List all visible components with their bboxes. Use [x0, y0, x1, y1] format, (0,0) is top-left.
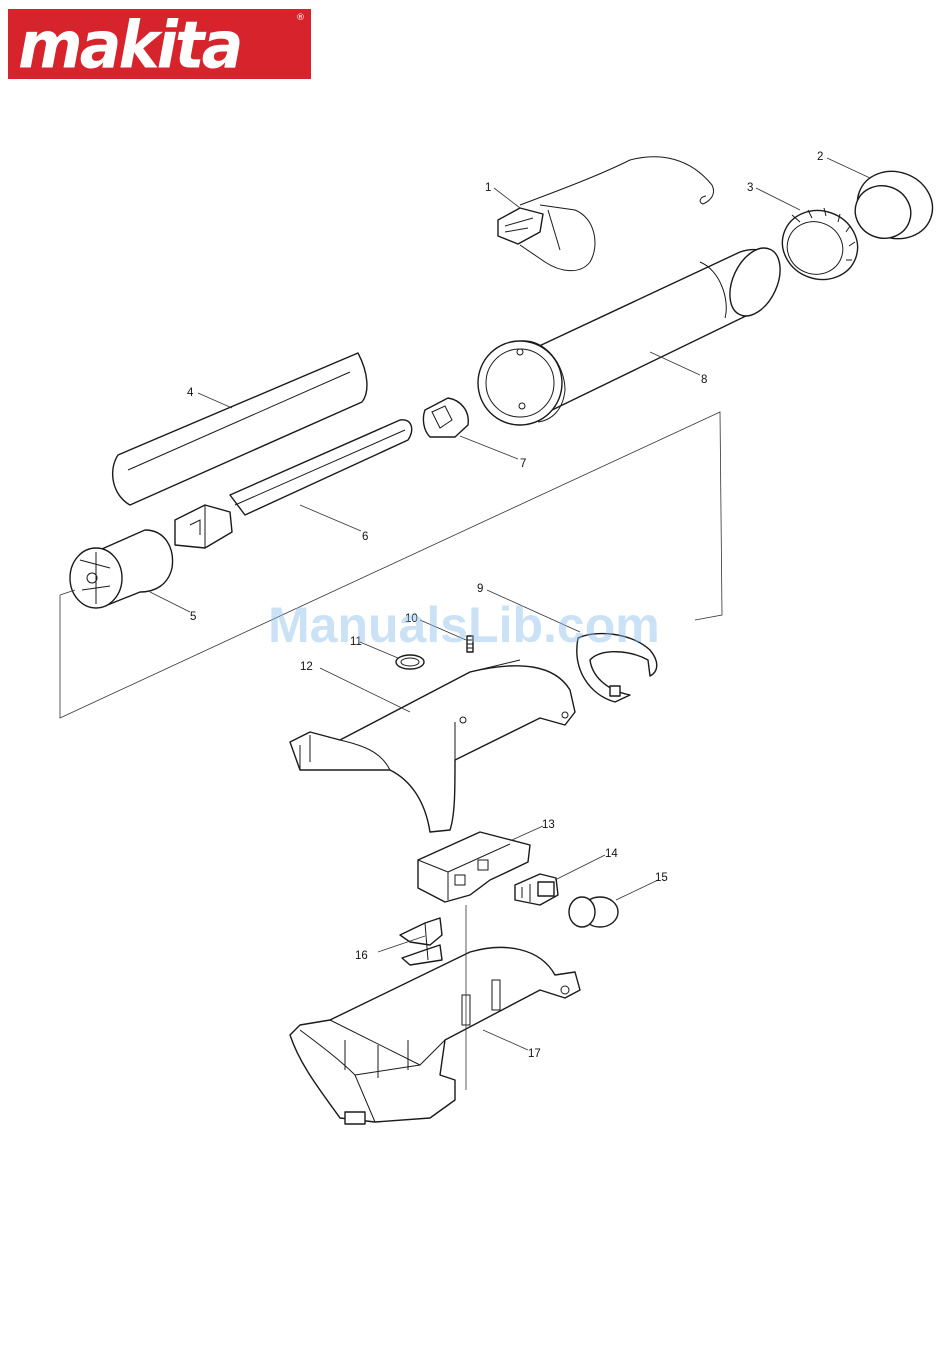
callout-14: 14 — [605, 848, 618, 860]
part-4-half-shell — [113, 353, 367, 505]
callout-3: 3 — [747, 182, 753, 194]
part-15-knob — [569, 897, 618, 927]
callout-6: 6 — [362, 531, 368, 543]
callout-5: 5 — [190, 611, 196, 623]
part-8-tube — [478, 240, 790, 425]
callout-7: 7 — [520, 458, 526, 470]
part-14-switch — [515, 874, 558, 905]
part-1-wire-clamp — [498, 157, 714, 271]
part-13-switch-housing — [418, 832, 530, 902]
watermark: ManualsLib.com — [268, 596, 660, 654]
part-7-clip — [423, 398, 468, 437]
callout-2: 2 — [817, 151, 823, 163]
callout-15: 15 — [655, 872, 668, 884]
callout-12: 12 — [300, 661, 313, 673]
part-11-ring — [396, 655, 424, 669]
callout-13: 13 — [542, 819, 555, 831]
part-3-threaded-collar — [773, 200, 868, 290]
callout-4: 4 — [187, 387, 194, 399]
part-5-end-cap — [70, 530, 173, 608]
part-17-lower-housing — [290, 947, 580, 1124]
callout-17: 17 — [528, 1048, 541, 1060]
callout-8: 8 — [701, 374, 707, 386]
callout-9: 9 — [477, 583, 483, 595]
callout-1: 1 — [485, 182, 491, 194]
callout-16: 16 — [355, 950, 368, 962]
part-12-upper-housing — [290, 660, 575, 832]
part-16-plate — [400, 918, 442, 965]
